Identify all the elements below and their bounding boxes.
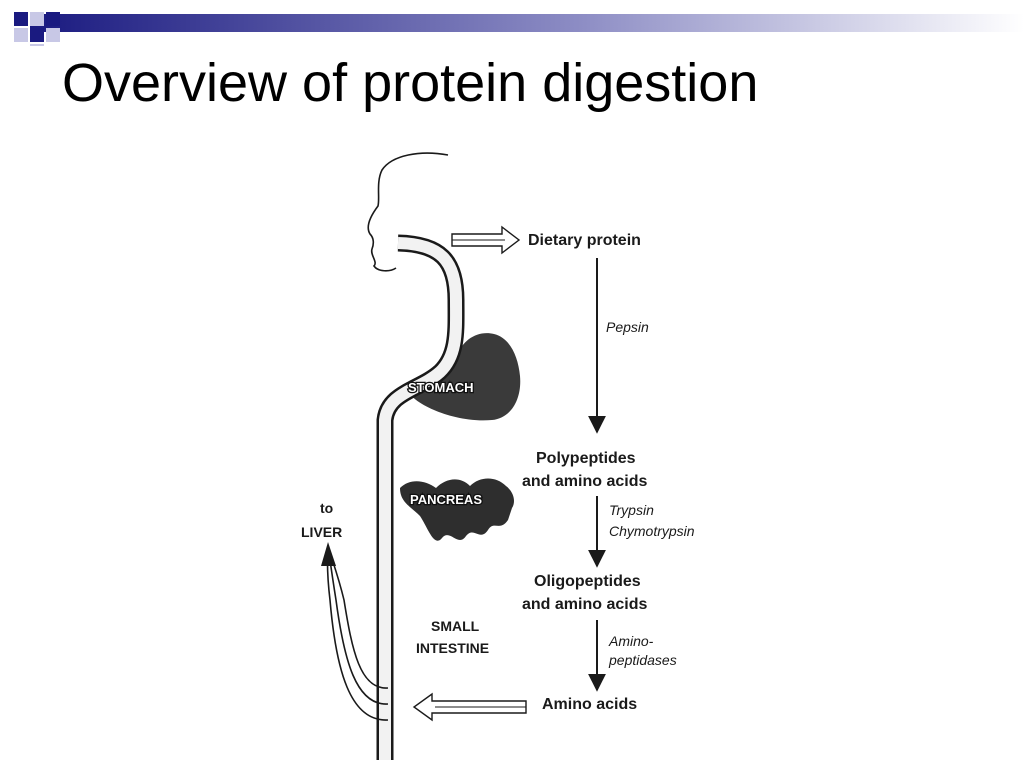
aminopeptidases-label-line2: peptidases xyxy=(608,652,677,668)
small-intestine-label-line1: SMALL xyxy=(431,618,480,634)
oligopeptides-label-line1: Oligopeptides xyxy=(534,573,641,590)
ingestion-arrow xyxy=(451,225,521,255)
oligopeptides-label-line2: and amino acids xyxy=(522,596,647,613)
title-bar-decoration xyxy=(14,12,1024,46)
liver-label: LIVER xyxy=(301,524,342,540)
absorption-arrow xyxy=(412,692,527,722)
amino-acids-label: Amino acids xyxy=(542,696,637,713)
stomach-organ xyxy=(406,333,521,421)
chymotrypsin-label: Chymotrypsin xyxy=(609,523,695,539)
liver-route-lines xyxy=(321,542,389,721)
polypeptides-label-line1: Polypeptides xyxy=(536,450,636,467)
stomach-label: STOMACH xyxy=(408,380,473,395)
trypsin-label: Trypsin xyxy=(609,502,654,518)
dietary-protein-label: Dietary protein xyxy=(528,232,641,249)
pancreas-label: PANCREAS xyxy=(410,492,482,507)
pancreas-organ xyxy=(400,478,514,541)
polypeptides-label-line2: and amino acids xyxy=(522,473,647,490)
pepsin-label: Pepsin xyxy=(606,319,649,335)
checker-squares-icon xyxy=(14,12,60,46)
to-label: to xyxy=(320,500,333,516)
digestive-tube-inner xyxy=(379,237,463,760)
gradient-bar xyxy=(30,14,1024,32)
page-title: Overview of protein digestion xyxy=(62,53,759,113)
small-intestine-label-line2: INTESTINE xyxy=(416,640,489,656)
head-silhouette xyxy=(367,152,449,272)
aminopeptidases-label-line1: Amino- xyxy=(608,633,654,649)
